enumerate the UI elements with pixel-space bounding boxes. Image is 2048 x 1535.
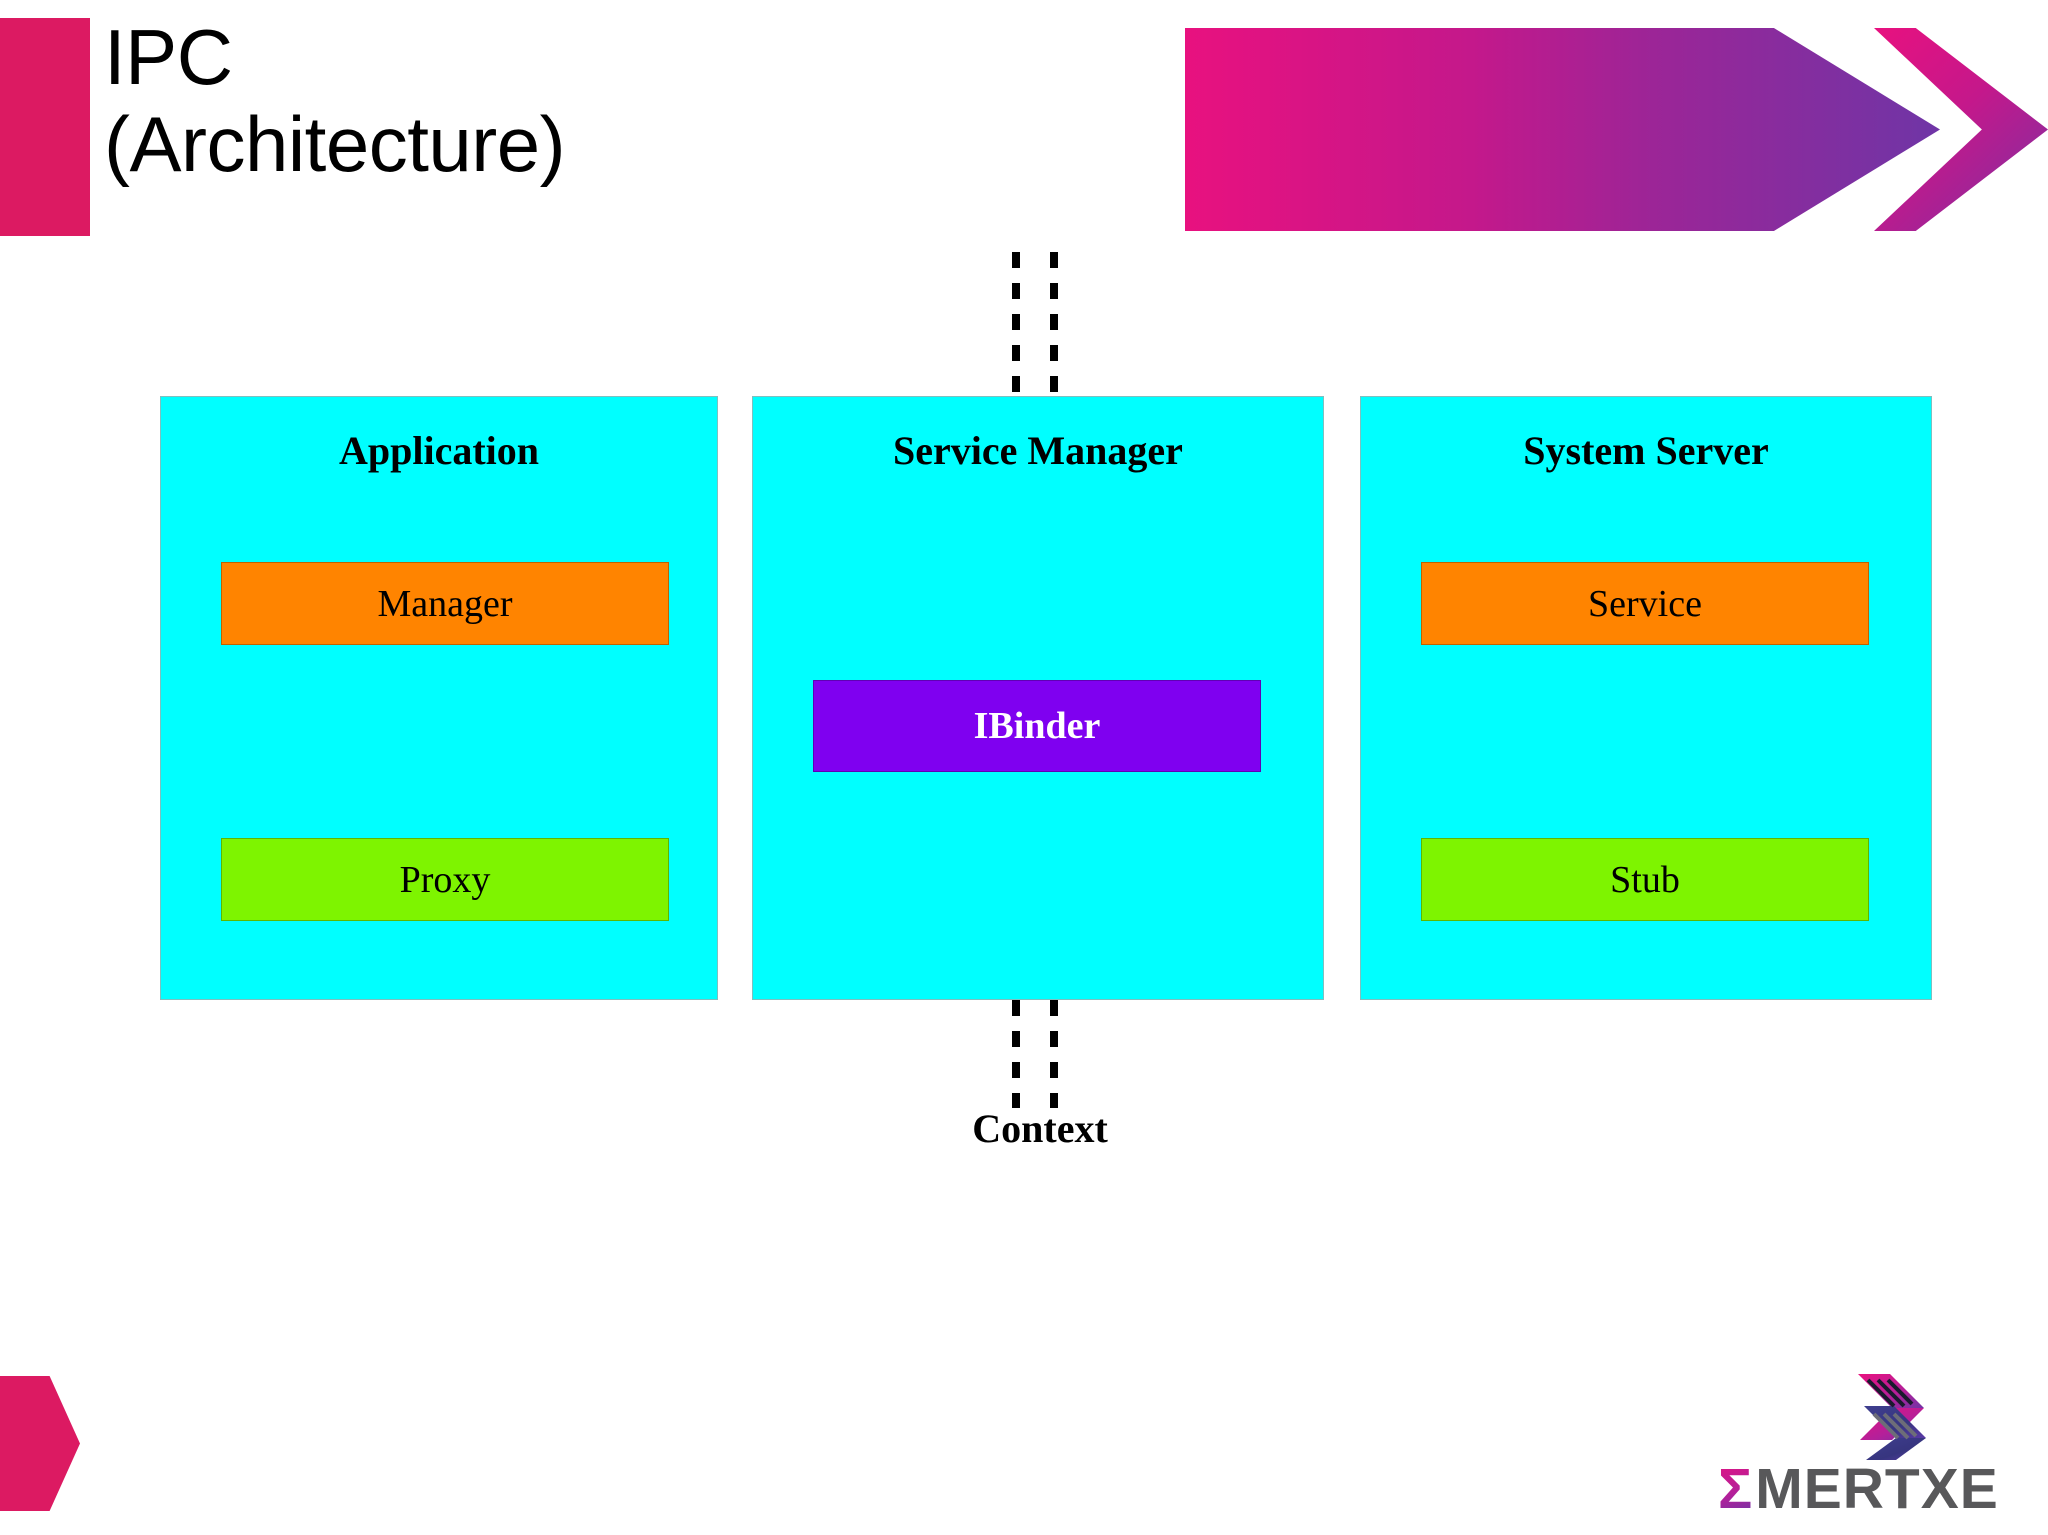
brand-logo-wordmark: Σ MERTXE xyxy=(1718,1457,2038,1521)
brand-logo: Σ MERTXE xyxy=(1718,1372,2038,1530)
footer-accent-arrow-shape xyxy=(0,1376,80,1511)
brand-logo-sigma: Σ xyxy=(1718,1457,1754,1521)
component-chip-ibinder: IBinder xyxy=(813,680,1261,772)
context-boundary-dashed-line-bottom-right xyxy=(1050,1000,1058,1108)
process-title-service-manager: Service Manager xyxy=(893,428,1183,473)
title-accent-bar xyxy=(0,18,90,236)
process-box-system-server: System Server Service Stub xyxy=(1360,396,1932,1000)
context-label: Context xyxy=(972,1106,1108,1151)
component-chip-manager: Manager xyxy=(221,562,669,645)
component-chip-proxy: Proxy xyxy=(221,838,669,921)
header-banner-arrow xyxy=(1185,28,1940,231)
process-box-application: Application Manager Proxy xyxy=(160,396,718,1000)
double-chevron-icon xyxy=(1858,1374,1926,1460)
process-title-system-server: System Server xyxy=(1523,428,1769,473)
page-title: IPC (Architecture) xyxy=(104,13,566,189)
component-chip-service: Service xyxy=(1421,562,1869,645)
component-chip-stub: Stub xyxy=(1421,838,1869,921)
context-boundary-dashed-line-top-left xyxy=(1012,252,1020,396)
process-title-application: Application xyxy=(338,428,540,473)
process-box-service-manager: Service Manager IBinder xyxy=(752,396,1324,1000)
context-boundary-dashed-line-top-right xyxy=(1050,252,1058,396)
brand-logo-name: MERTXE xyxy=(1755,1457,1999,1521)
context-boundary-dashed-line-bottom-left xyxy=(1012,1000,1020,1108)
